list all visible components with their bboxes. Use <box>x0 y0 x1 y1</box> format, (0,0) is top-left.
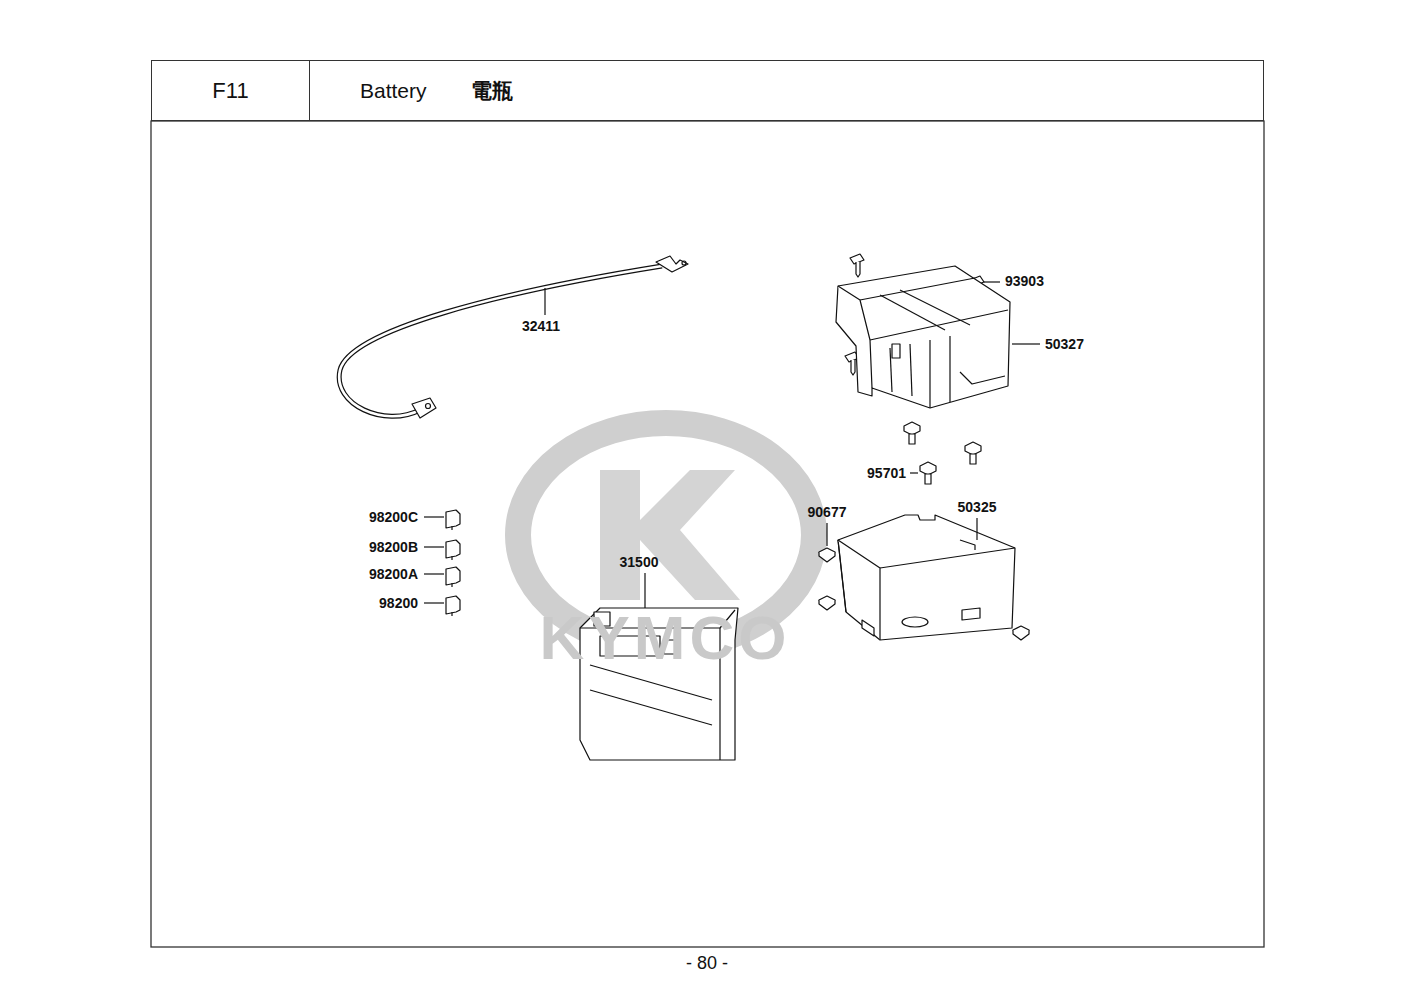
page-number: - 80 - <box>686 953 728 974</box>
header-text: Battery <box>360 79 427 103</box>
header-text: 電瓶 <box>471 77 513 105</box>
watermark: KYMCO <box>540 602 791 673</box>
callout-number: 93903 <box>1005 273 1044 289</box>
callout-number: 50325 <box>958 499 997 515</box>
callout-number: 31500 <box>620 554 659 570</box>
callout-number: 98200 <box>379 595 418 611</box>
header-cell: F11 <box>151 60 310 121</box>
callout-number: 32411 <box>522 318 560 334</box>
callout-number: 90677 <box>808 504 847 520</box>
callout-number: 98200A <box>369 566 418 582</box>
header-cell: Battery 電瓶 <box>310 60 1264 121</box>
header-text: F11 <box>212 78 248 104</box>
callout-number: 95701 <box>867 465 906 481</box>
callout-number: 50327 <box>1045 336 1084 352</box>
callout-number: 98200C <box>369 509 418 525</box>
callout-number: 98200B <box>369 539 418 555</box>
